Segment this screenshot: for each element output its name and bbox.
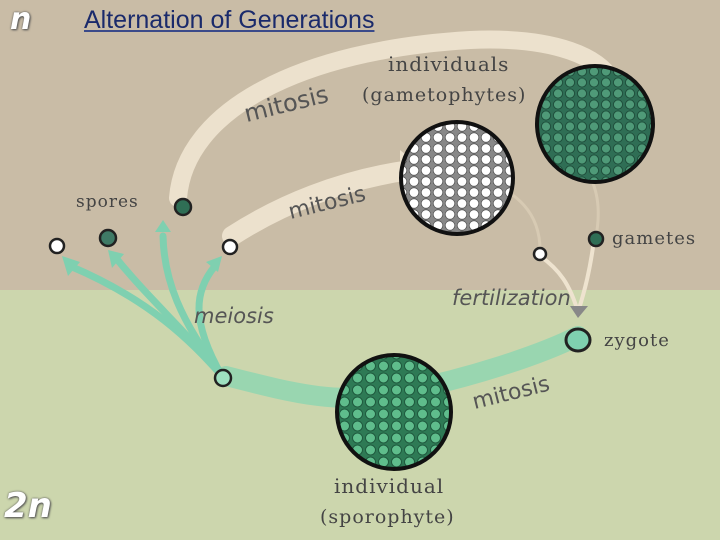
gametes-label: gametes xyxy=(612,228,697,249)
gametophyte-green xyxy=(535,64,655,184)
haploid-label: n xyxy=(10,2,32,37)
spore-dark xyxy=(173,197,193,217)
meiosis-arrows xyxy=(66,232,226,380)
individuals-label: individuals xyxy=(388,52,510,76)
individual-label: individual xyxy=(334,474,445,498)
slide-title: Alternation of Generations xyxy=(84,6,375,34)
gamete-white xyxy=(532,246,548,262)
spore-white xyxy=(48,237,66,255)
fertilization-label: fertilization xyxy=(452,286,571,310)
gametophytes-label: (gametophytes) xyxy=(362,84,527,106)
spore-white-2 xyxy=(221,238,239,256)
sporophyte-label: (sporophyte) xyxy=(320,506,455,528)
gametophyte-white xyxy=(399,120,515,236)
gamete-green xyxy=(587,230,605,248)
zygote-cell xyxy=(564,327,592,353)
spore-green xyxy=(98,228,118,248)
meiosis-label: meiosis xyxy=(194,304,274,328)
spores-label: spores xyxy=(76,192,139,212)
meiosis-arrowheads xyxy=(62,220,222,276)
diploid-label: 2n xyxy=(4,486,52,526)
sporophyte-spore-mother-cell xyxy=(213,368,233,388)
zygote-label: zygote xyxy=(604,330,670,351)
sporophyte-individual xyxy=(335,353,453,471)
